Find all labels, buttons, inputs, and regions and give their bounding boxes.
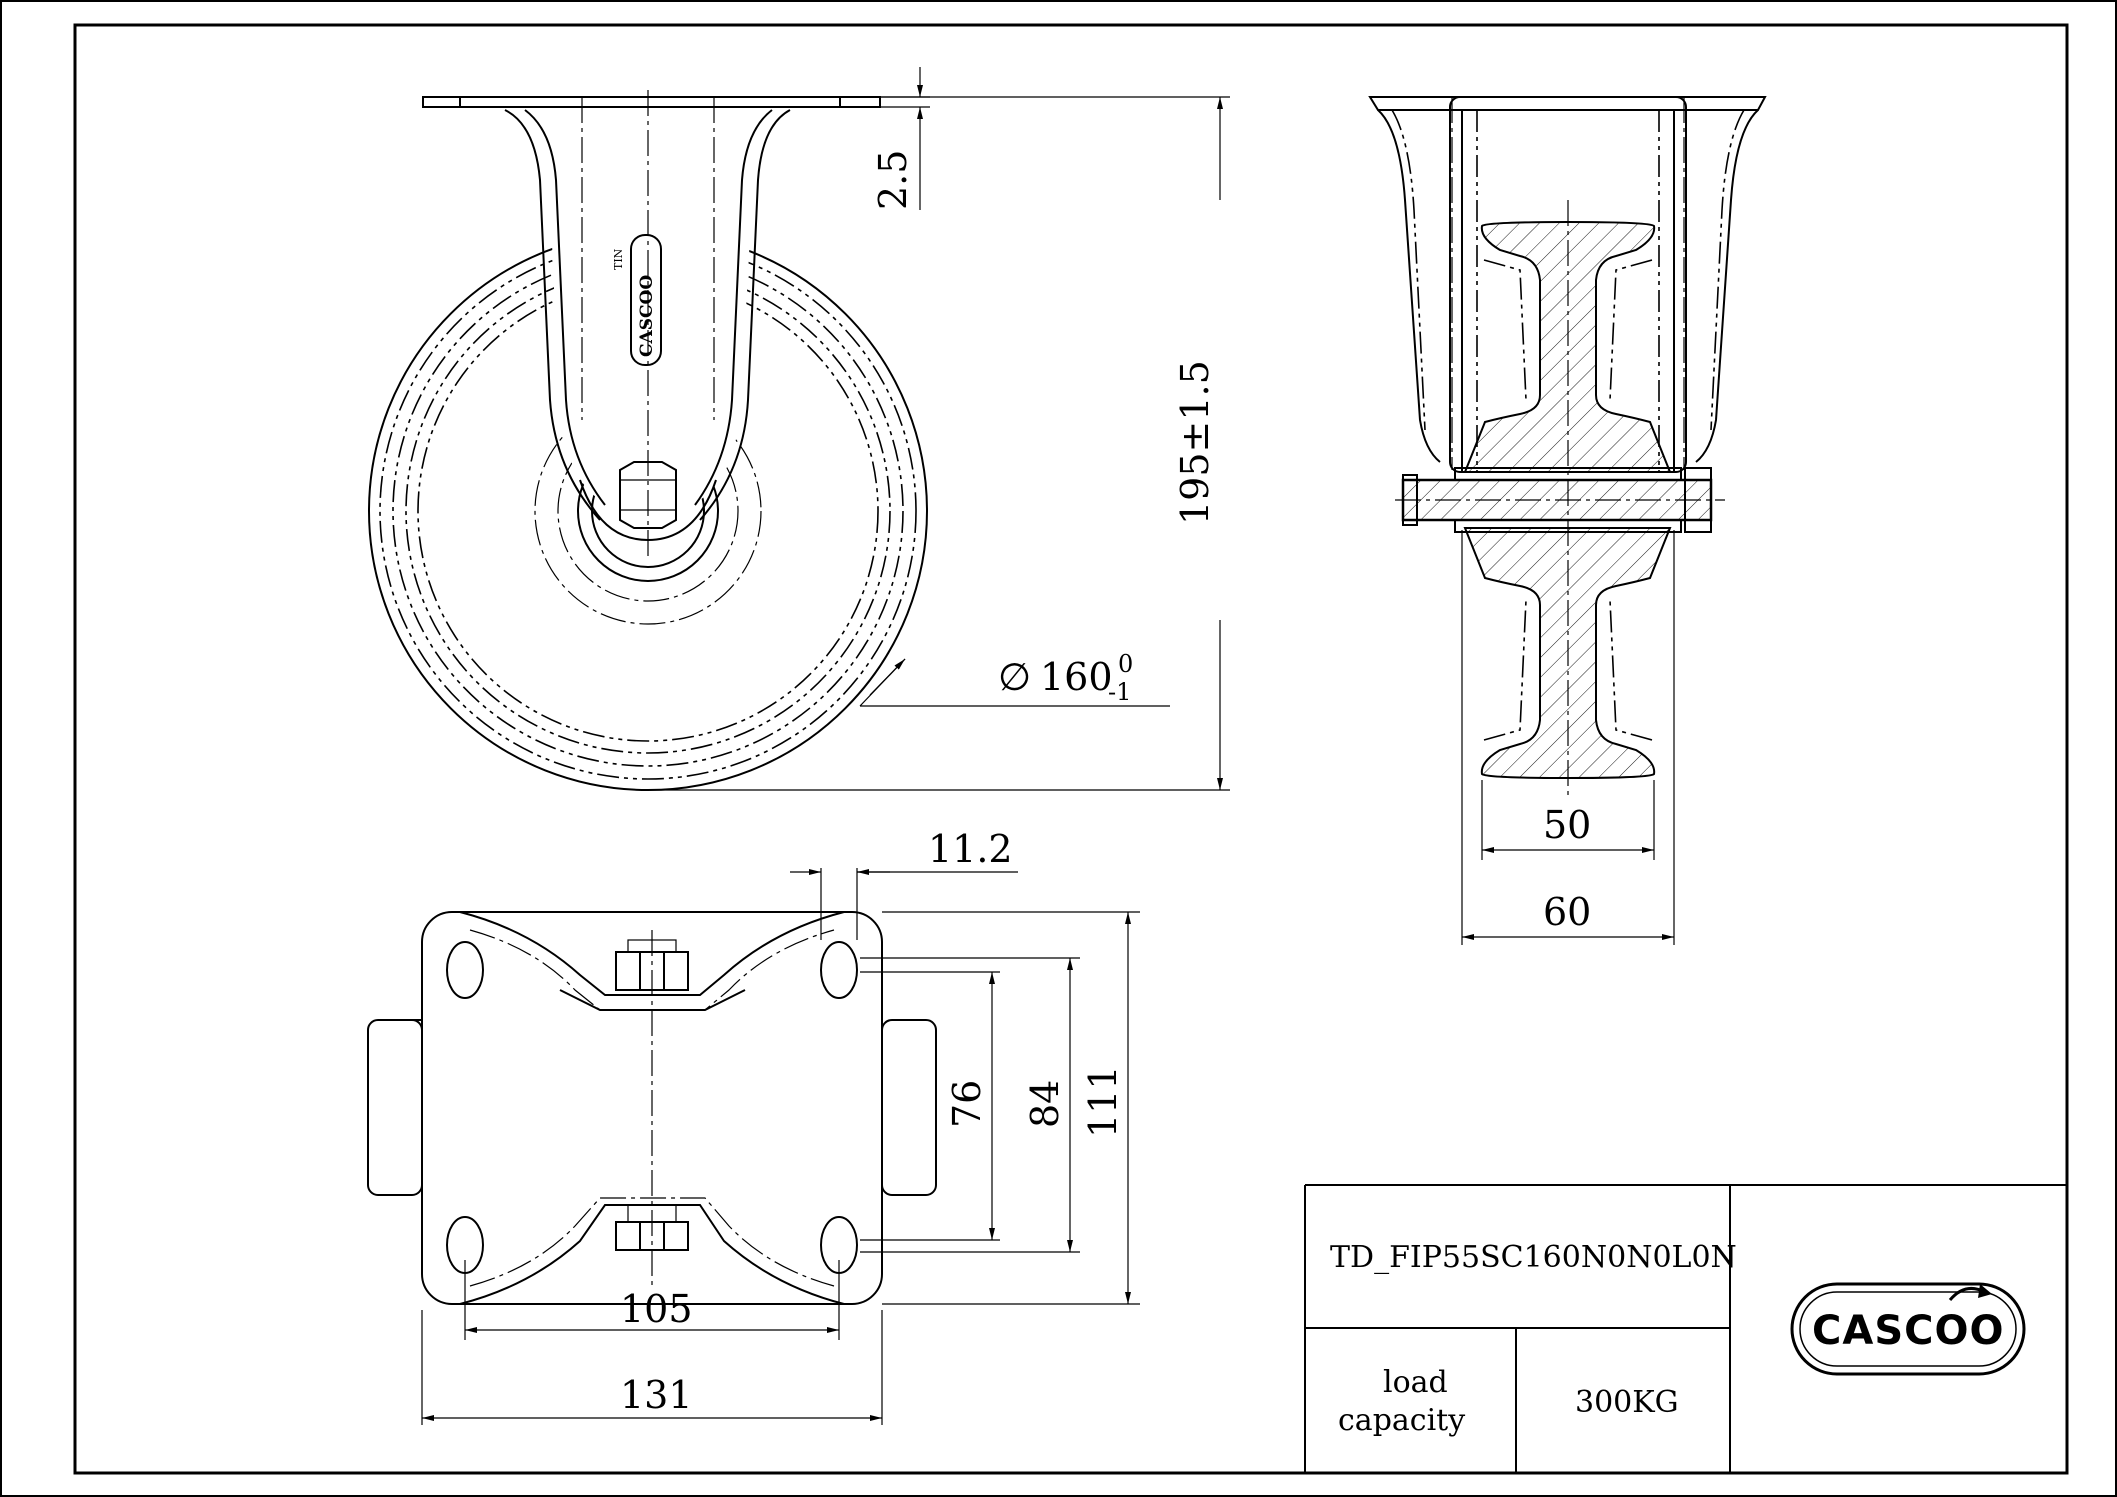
dim-plate-width: 131 [620,1373,693,1417]
front-top-plate [422,96,881,108]
fork-logo-text: CASCOO [637,275,657,357]
dim-wheel-diameter: 160 [1040,655,1113,699]
side-wheel-section-upper [1463,220,1672,473]
dim-hole-spacing-short: 76 [945,1080,989,1128]
wheel-protrusion-left [367,1019,423,1196]
axle-nut [619,461,677,529]
top-view: 11.2 76 84 111 105 131 [367,827,1140,1425]
hole-top-left [446,941,484,999]
dim-hole-spacing-long: 105 [620,1287,693,1331]
dim-wheel-tol-lower: -1 [1108,678,1131,706]
dim-tread-width: 50 [1543,803,1591,847]
dim-wheel-tol-upper: 0 [1118,650,1133,678]
hole-top-right [820,941,858,999]
mounting-plate [421,911,883,1305]
load-label-line2: capacity [1338,1403,1465,1438]
part-number: TD_FIP55SC160N0N0L0N [1330,1240,1737,1275]
side-view: 50 60 [1368,96,1767,945]
load-value: 300KG [1575,1385,1679,1420]
dim-hub-length: 60 [1543,890,1591,934]
fork-logo-badge [630,234,662,366]
title-block: TD_FIP55SC160N0N0L0N load capacity 300KG… [1304,1184,2067,1473]
dim-diameter-symbol: ∅ [998,655,1031,699]
brand-logo-text: CASCOO [1812,1308,2004,1354]
fork-logo-mark: TIN [612,248,625,270]
dim-hole-spacing-mid: 84 [1023,1080,1067,1128]
dim-plate-length: 111 [1081,1065,1125,1138]
inner-border [73,23,2069,1475]
dim-overall-height: 195±1.5 [1173,360,1217,525]
dim-plate-thickness: 2.5 [871,150,915,210]
brand-logo: CASCOO [1790,1282,2026,1376]
front-view: CASCOO TIN 2.5 195±1.5 ∅ 160 0 -1 [368,67,1230,791]
dim-slot-width: 11.2 [928,827,1013,871]
wheel-protrusion-right [881,1019,937,1196]
load-label-line1: load [1383,1365,1448,1400]
